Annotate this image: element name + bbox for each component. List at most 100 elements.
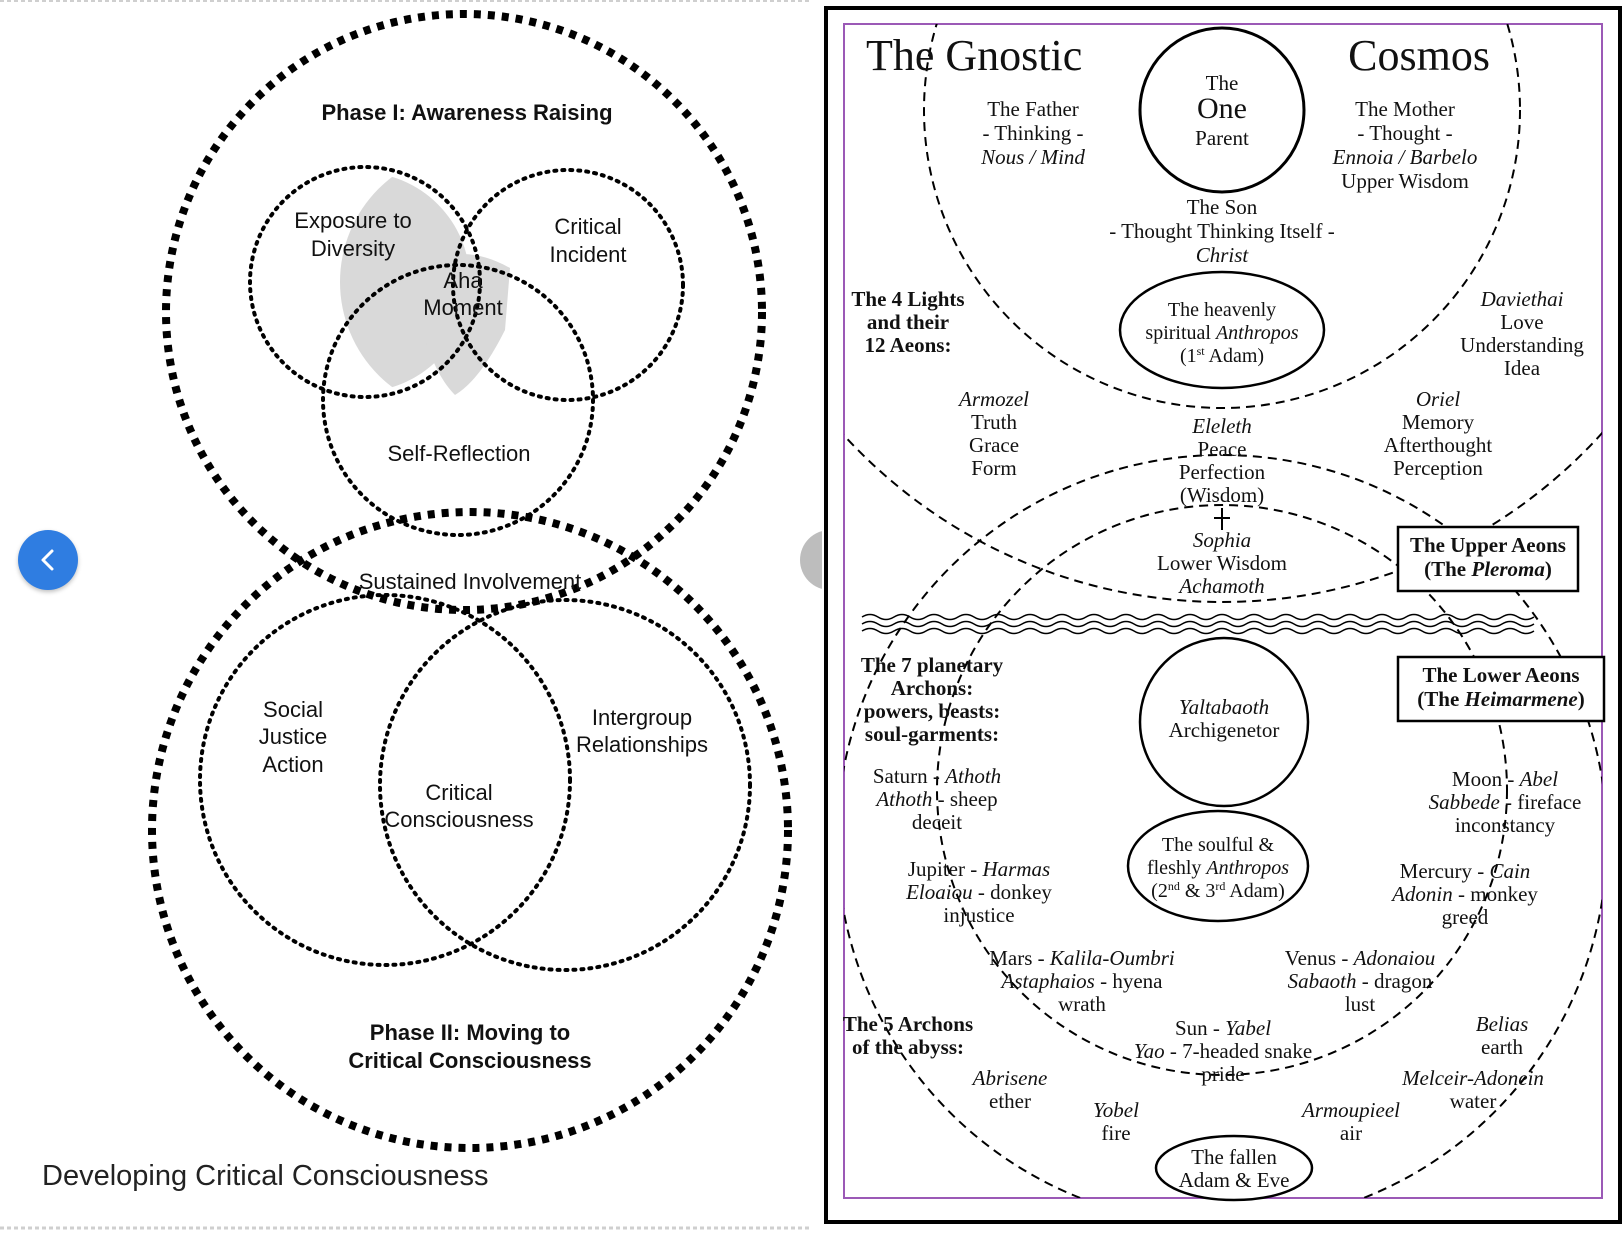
mercury-3: greed bbox=[1442, 905, 1489, 929]
aha-label-1: Aha bbox=[443, 268, 483, 293]
anthropos1-3a: (1 bbox=[1180, 345, 1197, 367]
wave-line-2 bbox=[861, 620, 1535, 628]
mars-3: wrath bbox=[1058, 992, 1106, 1016]
anthropos2-3b: nd bbox=[1168, 879, 1180, 893]
mother-1: The Mother bbox=[1355, 97, 1455, 121]
phase2-label-1: Phase II: Moving to bbox=[370, 1020, 570, 1045]
anthropos1-2b: Anthropos bbox=[1214, 322, 1299, 344]
venus-2a: Sabaoth bbox=[1288, 969, 1357, 993]
social-label-3: Action bbox=[262, 752, 323, 777]
jupiter-2: Eloaiou - donkey bbox=[905, 880, 1052, 904]
oriel-2: Memory bbox=[1402, 410, 1475, 434]
five-archons-1: The 5 Archons bbox=[843, 1012, 973, 1036]
son-3: Christ bbox=[1196, 243, 1250, 267]
jupiter-3: injustice bbox=[943, 903, 1014, 927]
eleleth-3: Perfection bbox=[1179, 460, 1266, 484]
oriel-1: Oriel bbox=[1416, 387, 1460, 411]
pleroma-inner-circle bbox=[923, 24, 1521, 409]
abrisene-2: ether bbox=[989, 1089, 1031, 1113]
yaltabaoth-1: Yaltabaoth bbox=[1179, 695, 1269, 719]
social-label-1: Social bbox=[263, 697, 323, 722]
seven-archons-4: soul-garments: bbox=[865, 722, 999, 746]
left-caption: Developing Critical Consciousness bbox=[42, 1160, 489, 1192]
mercury-2: Adonin - monkey bbox=[1390, 882, 1538, 906]
anthropos1-3c: Adam) bbox=[1205, 345, 1264, 367]
mercury-1: Mercury - Cain bbox=[1400, 859, 1531, 883]
abrisene-1: Abrisene bbox=[971, 1066, 1048, 1090]
anthropos2-3a: (2 bbox=[1151, 880, 1168, 902]
mercury-1b: Cain bbox=[1489, 859, 1530, 883]
daviethai-4: Idea bbox=[1504, 356, 1541, 380]
previous-image-button[interactable] bbox=[18, 530, 78, 590]
lower-aeons-2a: (The bbox=[1417, 687, 1464, 711]
upper-aeons-2: (The Pleroma) bbox=[1424, 557, 1552, 581]
one-parent-3: Parent bbox=[1195, 126, 1249, 150]
yobel-2: fire bbox=[1101, 1121, 1130, 1145]
seven-archons-1: The 7 planetary bbox=[861, 653, 1004, 677]
left-diagram: Phase I: Awareness Raising Exposure to D… bbox=[0, 0, 812, 1230]
mars-1a: Mars - bbox=[989, 946, 1050, 970]
eleleth-2: Peace bbox=[1198, 437, 1247, 461]
armozel-3: Grace bbox=[969, 433, 1019, 457]
seven-archons-2: Archons: bbox=[891, 676, 973, 700]
anthropos2-1: The soulful & bbox=[1162, 834, 1275, 856]
critical-consciousness-label-1: Critical bbox=[425, 780, 492, 805]
upper-aeons-2c: ) bbox=[1545, 557, 1552, 581]
cosmos-title-left: The Gnostic bbox=[866, 31, 1082, 80]
melceir-2: water bbox=[1450, 1089, 1497, 1113]
mother-2: - Thought - bbox=[1357, 121, 1452, 145]
moon-1: Moon - Abel bbox=[1452, 767, 1558, 791]
next-image-button-peek[interactable] bbox=[800, 530, 822, 590]
anthropos1-3: (1st Adam) bbox=[1180, 344, 1264, 367]
incident-circle bbox=[451, 168, 685, 402]
mars-2a: Astaphaios bbox=[1000, 969, 1095, 993]
heimarmene-inner-circle bbox=[936, 504, 1508, 1076]
sophia-3: Achamoth bbox=[1177, 574, 1264, 598]
anthropos2-2: fleshly Anthropos bbox=[1147, 857, 1289, 879]
moon-1a: Moon - bbox=[1452, 767, 1520, 791]
sun-1b: Yabel bbox=[1225, 1016, 1271, 1040]
moon-2a: Sabbede bbox=[1429, 790, 1500, 814]
four-lights-1: The 4 Lights bbox=[851, 287, 964, 311]
saturn-1: Saturn - Athoth bbox=[873, 764, 1001, 788]
phase2-circle bbox=[148, 508, 792, 1152]
sun-2a: Yao bbox=[1134, 1039, 1165, 1063]
four-lights-3: 12 Aeons: bbox=[865, 333, 952, 357]
four-lights-2: and their bbox=[867, 310, 949, 334]
moon-2b: - fireface bbox=[1500, 790, 1582, 814]
anthropos2-3d: rd bbox=[1215, 879, 1225, 893]
oriel-4: Perception bbox=[1393, 456, 1483, 480]
intergroup-label-1: Intergroup bbox=[592, 705, 692, 730]
exposure-circle bbox=[248, 165, 482, 399]
jupiter-1: Jupiter - Harmas bbox=[908, 857, 1050, 881]
mars-2b: - hyena bbox=[1095, 969, 1163, 993]
anthropos1-1: The heavenly bbox=[1168, 299, 1276, 321]
armoupieel-1: Armoupieel bbox=[1300, 1098, 1400, 1122]
phase1-label: Phase I: Awareness Raising bbox=[321, 100, 612, 125]
daviethai-3: Understanding bbox=[1460, 333, 1584, 357]
sustained-label: Sustained Involvement bbox=[359, 569, 582, 594]
mother-4: Upper Wisdom bbox=[1341, 169, 1469, 193]
five-archons-2: of the abyss: bbox=[852, 1035, 964, 1059]
anthropos1-ellipse bbox=[1118, 270, 1326, 390]
eleleth-1: Eleleth bbox=[1191, 414, 1251, 438]
moon-2: Sabbede - fireface bbox=[1429, 790, 1582, 814]
peek-circle bbox=[800, 530, 822, 590]
sophia-2: Lower Wisdom bbox=[1157, 551, 1287, 575]
saturn-1b: Athoth bbox=[943, 764, 1001, 788]
phase2-label-2: Critical Consciousness bbox=[348, 1048, 591, 1073]
sun-1: Sun - Yabel bbox=[1175, 1016, 1271, 1040]
exposure-label-1: Exposure to bbox=[294, 208, 411, 233]
belias-2: earth bbox=[1481, 1035, 1523, 1059]
armozel-2: Truth bbox=[971, 410, 1017, 434]
sun-3: pride bbox=[1201, 1062, 1244, 1086]
saturn-2b: - sheep bbox=[932, 787, 997, 811]
jupiter-1a: Jupiter - bbox=[908, 857, 983, 881]
phase1-circle bbox=[162, 10, 766, 614]
one-parent-2: One bbox=[1197, 92, 1247, 125]
mercury-2a: Adonin bbox=[1390, 882, 1453, 906]
anthropos1-2a: spiritual bbox=[1145, 322, 1211, 344]
saturn-3: deceit bbox=[912, 810, 962, 834]
aha-moment-region bbox=[418, 254, 510, 395]
